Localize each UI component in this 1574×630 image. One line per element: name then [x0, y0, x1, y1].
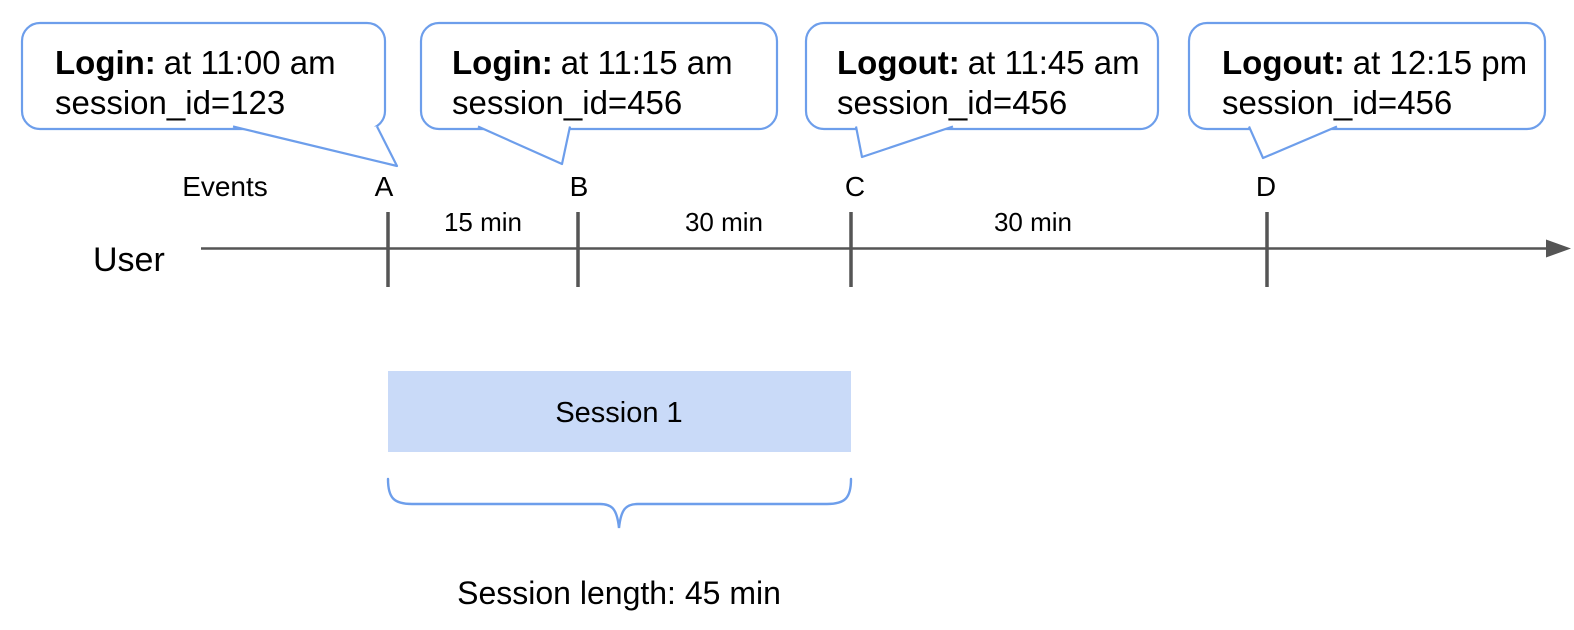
callout-title: Logout:: [1222, 44, 1345, 81]
callout-bubble: [20, 21, 387, 131]
timeline-arrowhead-icon: [1546, 239, 1571, 258]
callout-title-line: Login:at 11:00 am: [55, 44, 336, 81]
callout-title-line: Logout:at 11:45 am: [837, 44, 1140, 81]
callout-tail-icon: [477, 125, 572, 166]
callout-title-line: Login:at 11:15 am: [452, 44, 733, 81]
interval-label-b-c: 30 min: [685, 207, 763, 237]
callout-tail-icon: [232, 125, 399, 168]
callout-detail: session_id=456: [452, 84, 682, 121]
session-box-label: Session 1: [555, 397, 682, 429]
session-box: [388, 371, 851, 452]
callout-event-a: Login:at 11:00 am session_id=123: [20, 21, 399, 168]
callout-title: Login:: [55, 44, 156, 81]
callout-bubble: [419, 21, 779, 131]
callout-title: Login:: [452, 44, 553, 81]
callout-event-b: Login:at 11:15 am session_id=456: [419, 21, 779, 166]
callout-detail: session_id=456: [1222, 84, 1452, 121]
events-row-label: Events: [182, 171, 268, 202]
interval-label-c-d: 30 min: [994, 207, 1072, 237]
interval-label-a-b: 15 min: [444, 207, 522, 237]
callout-title: Logout:: [837, 44, 960, 81]
event-marker-label-a: A: [375, 171, 394, 202]
callout-event-d: Logout:at 12:15 pm session_id=456: [1187, 21, 1547, 160]
user-axis-label: User: [93, 241, 165, 279]
callout-title-line: Logout:at 12:15 pm: [1222, 44, 1527, 81]
callout-time: at 11:00 am: [164, 44, 336, 81]
callout-time: at 12:15 pm: [1353, 44, 1527, 81]
session-brace-icon: [386, 477, 853, 529]
event-marker-label-c: C: [845, 171, 865, 202]
callout-tail-icon: [854, 125, 954, 159]
callout-time: at 11:15 am: [561, 44, 733, 81]
callout-detail: session_id=123: [55, 84, 285, 121]
event-marker-label-d: D: [1256, 171, 1276, 202]
session-length-label: Session length: 45 min: [457, 575, 781, 611]
callout-time: at 11:45 am: [968, 44, 1140, 81]
callout-bubble: [804, 21, 1160, 131]
callout-detail: session_id=456: [837, 84, 1067, 121]
event-marker-label-b: B: [570, 171, 589, 202]
callout-event-c: Logout:at 11:45 am session_id=456: [804, 21, 1160, 159]
callout-tail-icon: [1247, 125, 1338, 160]
callout-bubble: [1187, 21, 1547, 131]
